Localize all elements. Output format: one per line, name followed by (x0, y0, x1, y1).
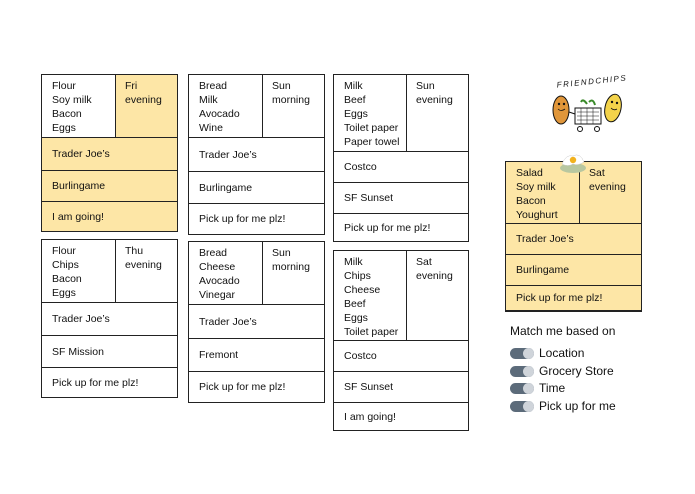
action[interactable]: I am going! (344, 410, 396, 423)
item: Beef (344, 298, 366, 310)
item: Paper towel (344, 136, 400, 148)
request-card-fri[interactable]: Flour Soy milk Bacon Eggs Fri evening Tr… (41, 74, 178, 232)
toggle-label: Pick up for me (539, 399, 616, 413)
salad-icon (560, 154, 586, 173)
item: Cheese (199, 261, 236, 273)
item-list: Milk Chips Cheese Beef Eggs Toilet paper (334, 251, 407, 340)
item: Beef (344, 94, 366, 106)
action[interactable]: Pick up for me plz! (52, 376, 139, 389)
item: Salad (516, 167, 543, 179)
item-list: Milk Beef Eggs Toilet paper Paper towel (334, 75, 407, 151)
item: Milk (199, 94, 218, 106)
action[interactable]: Pick up for me plz! (344, 221, 431, 234)
toggle-label: Time (539, 381, 566, 395)
item: Wine (199, 122, 223, 134)
store: Costco (334, 152, 468, 183)
toggle-switch[interactable] (510, 382, 534, 394)
item: Cheese (344, 284, 381, 296)
item: Bacon (52, 273, 82, 285)
toggle-location[interactable]: Location (510, 346, 584, 360)
toggle-switch[interactable] (510, 365, 534, 377)
pickup-time: Thu evening (125, 245, 162, 271)
item-list: Salad Soy milk Bacon Youghurt (506, 162, 580, 223)
item-list: Flour Soy milk Bacon Eggs (42, 75, 116, 137)
item: Bread (199, 80, 228, 92)
toggle-time[interactable]: Time (510, 381, 565, 395)
item: Eggs (344, 108, 368, 120)
pickup-time: Sun morning (272, 247, 310, 273)
item: Bacon (516, 195, 546, 207)
location: Burlingame (506, 255, 641, 286)
item: Chips (344, 270, 371, 282)
matched-request-card[interactable]: Salad Soy milk Bacon Youghurt Sat evenin… (505, 154, 642, 312)
item: Eggs (344, 312, 368, 324)
toggle-pick-up-for-me[interactable]: Pick up for me (510, 399, 616, 413)
item: Soy milk (516, 181, 556, 193)
request-card-sun-morning-2[interactable]: Bread Cheese Avocado Vinegar Sun morning… (188, 241, 325, 403)
action[interactable]: Pick up for me plz! (199, 213, 286, 225)
pickup-time: Sat evening (589, 167, 626, 193)
item: Youghurt (516, 209, 558, 221)
store: Costco (334, 341, 468, 372)
item-list: Bread Cheese Avocado Vinegar (189, 242, 263, 304)
request-card-sat-evening[interactable]: Milk Chips Cheese Beef Eggs Toilet paper… (333, 250, 469, 431)
pickup-time: Sun morning (272, 80, 310, 106)
location: SF Sunset (334, 183, 468, 214)
toggle-switch[interactable] (510, 400, 534, 412)
item: Milk (344, 256, 363, 268)
action[interactable]: Pick up for me plz! (506, 286, 641, 311)
item: Avocado (199, 108, 240, 120)
location: SF Mission (42, 336, 177, 368)
toggle-label: Location (539, 346, 585, 360)
item: Chips (52, 259, 79, 271)
item: Toilet paper (344, 122, 399, 134)
action[interactable]: I am going! (42, 202, 177, 231)
location: Burlingame (189, 172, 324, 204)
request-card-sun-morning-1[interactable]: Bread Milk Avocado Wine Sun morning Trad… (188, 74, 325, 235)
request-card-sun-evening[interactable]: Milk Beef Eggs Toilet paper Paper towel … (333, 74, 469, 242)
item: Bacon (52, 108, 82, 120)
store: Trader Joe’s (42, 138, 177, 171)
item: Bread (199, 247, 228, 259)
toggle-switch[interactable] (510, 347, 534, 359)
store: Trader Joe’s (42, 303, 177, 336)
store: Trader Joe’s (506, 224, 641, 255)
item: Flour (52, 80, 76, 92)
item: Soy milk (52, 94, 92, 106)
action[interactable]: Pick up for me plz! (199, 381, 286, 393)
item: Vinegar (199, 289, 236, 301)
item: Toilet paper (344, 326, 399, 338)
toggle-label: Grocery Store (539, 364, 614, 378)
toggle-grocery-store[interactable]: Grocery Store (510, 364, 614, 378)
store: Trader Joe’s (189, 138, 324, 172)
pickup-time: Sun evening (416, 80, 453, 106)
location: SF Sunset (334, 372, 468, 403)
location: Burlingame (42, 171, 177, 202)
item: Milk (344, 80, 363, 92)
logo-text: FRIENDCHIPS (556, 73, 627, 89)
store: Trader Joe’s (189, 305, 324, 339)
item: Eggs (52, 287, 76, 299)
item: Eggs (52, 122, 76, 134)
pickup-time: Sat evening (416, 256, 453, 282)
friendchips-logo: FRIENDCHIPS (547, 72, 637, 142)
item: Flour (52, 245, 76, 257)
item: Avocado (199, 275, 240, 287)
pickup-time: Fri evening (116, 75, 177, 137)
item-list: Flour Chips Bacon Eggs (42, 240, 116, 302)
item-list: Bread Milk Avocado Wine (189, 75, 263, 137)
location: Fremont (189, 339, 324, 372)
match-title: Match me based on (510, 324, 616, 338)
request-card-thu[interactable]: Flour Chips Bacon Eggs Thu evening Trade… (41, 239, 178, 398)
logo-graphic: FRIENDCHIPS (552, 73, 628, 132)
